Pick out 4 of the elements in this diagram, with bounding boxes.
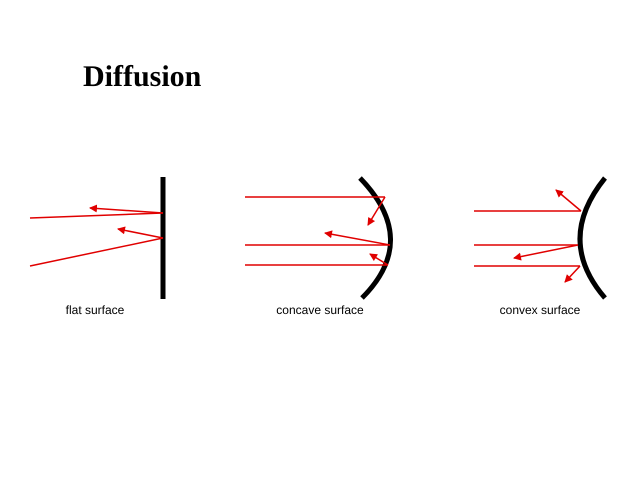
convex-mirror-caption: convex surface — [500, 303, 580, 317]
flat-mirror-caption: flat surface — [66, 303, 124, 317]
title: Diffusion — [83, 60, 202, 94]
concave-mirror-caption: concave surface — [276, 303, 364, 317]
